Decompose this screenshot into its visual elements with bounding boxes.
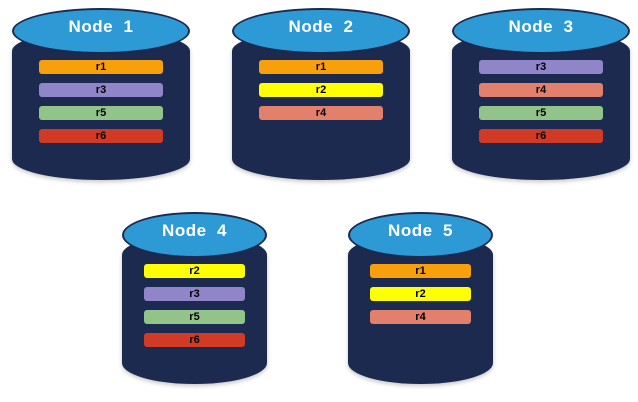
replica-label: r6 [95, 129, 107, 142]
replica-bar-r1[interactable]: r1 [258, 60, 384, 74]
replica-list: r1 r2 r4 [232, 60, 410, 120]
replica-bar-r4[interactable]: r4 [258, 106, 384, 120]
replica-label: r5 [535, 106, 547, 119]
replica-label: r1 [315, 60, 327, 73]
cylinder-top-ellipse [348, 212, 493, 258]
replica-label: r6 [535, 129, 547, 142]
replica-bar-r4[interactable]: r4 [478, 83, 604, 97]
replica-label: r3 [535, 60, 547, 73]
cylinder-top-ellipse [12, 8, 190, 54]
cylinder-body [348, 234, 493, 384]
replica-bar-r3[interactable]: r3 [478, 60, 604, 74]
replica-label: r4 [535, 83, 547, 96]
replica-label: r5 [189, 310, 200, 323]
cylinder-body [232, 30, 410, 180]
replica-label: r3 [189, 287, 200, 300]
replica-label: r1 [95, 60, 107, 73]
replica-label: r4 [315, 106, 327, 119]
replica-bar-r6[interactable]: r6 [38, 129, 164, 143]
replica-bar-r5[interactable]: r5 [38, 106, 164, 120]
replica-bar-r5[interactable]: r5 [143, 310, 246, 324]
replica-bar-r6[interactable]: r6 [478, 129, 604, 143]
replica-bar-r3[interactable]: r3 [38, 83, 164, 97]
replica-bar-r1[interactable]: r1 [369, 264, 472, 278]
replica-bar-r2[interactable]: r2 [369, 287, 472, 301]
cylinder-body [452, 30, 630, 180]
replica-bar-r2[interactable]: r2 [258, 83, 384, 97]
replica-bar-r6[interactable]: r6 [143, 333, 246, 347]
replica-label: r3 [95, 83, 107, 96]
cylinder-body [12, 30, 190, 180]
replica-list: r1 r2 r4 [348, 264, 493, 324]
replica-label: r1 [415, 264, 426, 277]
replica-list: r1 r3 r5 r6 [12, 60, 190, 143]
replica-label: r4 [415, 310, 426, 323]
replica-list: r2 r3 r5 r6 [122, 264, 267, 347]
cylinder-body [122, 234, 267, 384]
replica-label: r2 [415, 287, 426, 300]
replica-label: r2 [189, 264, 200, 277]
replica-bar-r1[interactable]: r1 [38, 60, 164, 74]
replica-list: r3 r4 r5 r6 [452, 60, 630, 143]
replica-bar-r3[interactable]: r3 [143, 287, 246, 301]
replica-bar-r2[interactable]: r2 [143, 264, 246, 278]
replica-label: r5 [95, 106, 107, 119]
cylinder-top-ellipse [452, 8, 630, 54]
replica-label: r6 [189, 333, 200, 346]
cylinder-top-ellipse [232, 8, 410, 54]
cylinder-top-ellipse [122, 212, 267, 258]
replica-bar-r4[interactable]: r4 [369, 310, 472, 324]
replica-bar-r5[interactable]: r5 [478, 106, 604, 120]
replica-label: r2 [315, 83, 327, 96]
